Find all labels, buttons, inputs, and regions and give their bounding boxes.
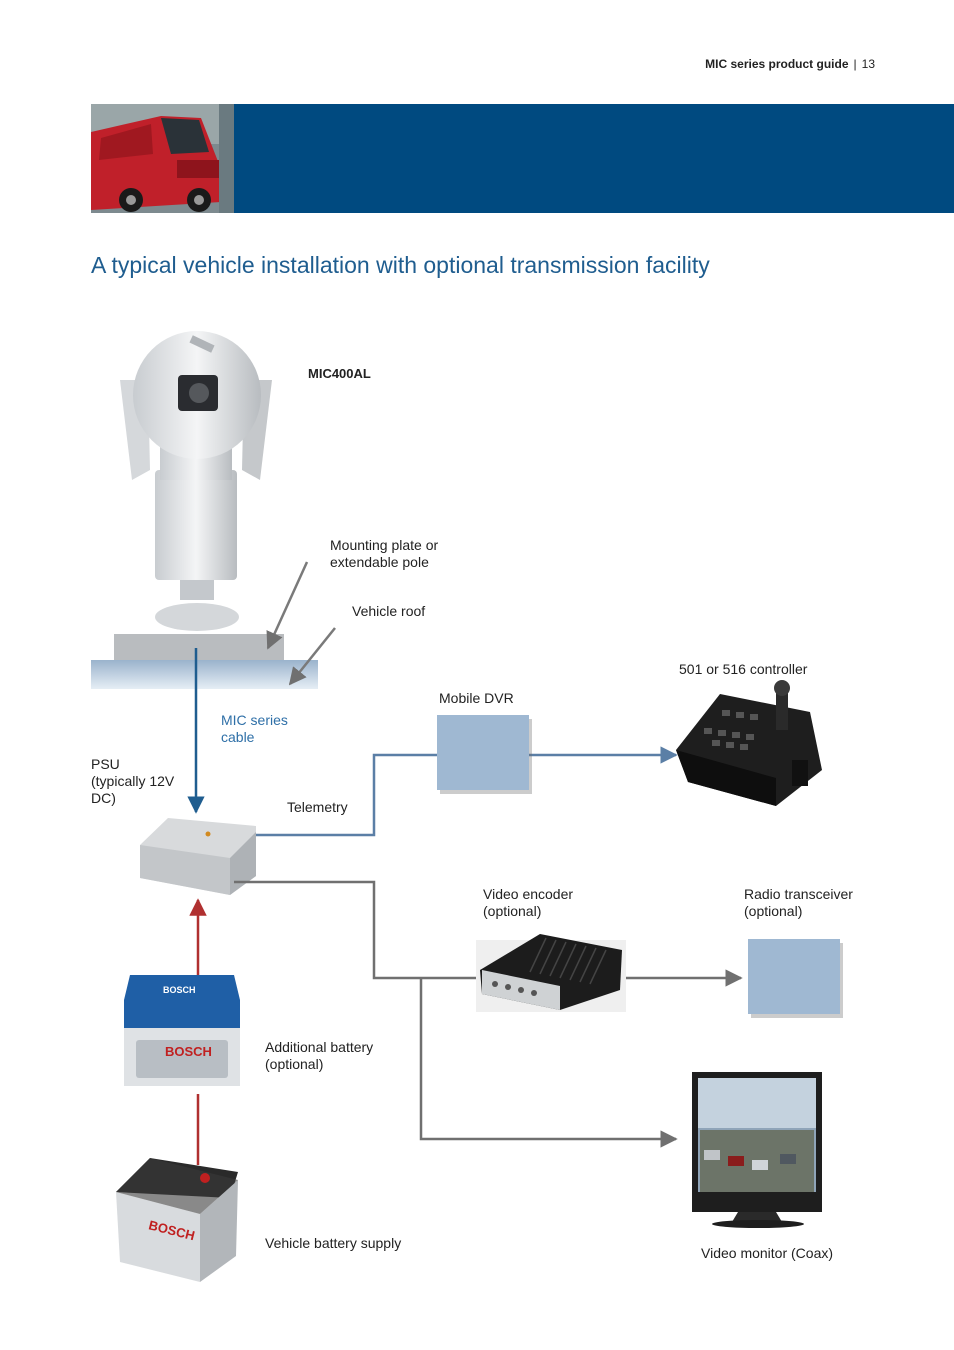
- additional-battery-image: BOSCH BOSCH: [124, 975, 240, 1086]
- video-line: [234, 880, 476, 980]
- guide-title: MIC series product guide: [705, 57, 849, 71]
- header-separator: |: [853, 57, 857, 71]
- radio-transceiver-label: Radio transceiver (optional): [744, 886, 853, 919]
- page-header: MIC series product guide | 13: [705, 57, 875, 71]
- van-photo: [91, 104, 234, 213]
- camera-model-label: MIC400AL: [308, 366, 371, 381]
- controller-image: [676, 680, 822, 806]
- page-title: A typical vehicle installation with opti…: [91, 252, 710, 278]
- page-number: 13: [861, 57, 875, 71]
- mic-cable-label: MIC series cable: [221, 712, 288, 745]
- video-monitor-image: [692, 1072, 822, 1228]
- mounting-plate: [114, 634, 284, 662]
- mobile-dvr-label: Mobile DVR: [439, 690, 514, 706]
- camera-image: [120, 331, 272, 631]
- battery-brand-lid: BOSCH: [163, 985, 196, 995]
- video-encoder-label: Video encoder (optional): [483, 886, 574, 919]
- vehicle-roof: [91, 660, 318, 689]
- mounting-pointer: [266, 561, 309, 650]
- controller-label: 501 or 516 controller: [679, 661, 808, 677]
- header-banner: [91, 104, 954, 213]
- roof-pointer: [288, 627, 336, 686]
- vehicle-roof-label: Vehicle roof: [352, 603, 426, 619]
- mounting-label: Mounting plate or extendable pole: [330, 537, 439, 570]
- video-monitor-label: Video monitor (Coax): [701, 1245, 834, 1261]
- vehicle-battery-image: BOSCH: [116, 1158, 238, 1282]
- telemetry-label: Telemetry: [287, 799, 348, 815]
- monitor-line: [419, 978, 678, 1148]
- video-encoder-image: [476, 934, 626, 1012]
- battery-brand-top: BOSCH: [165, 1044, 212, 1059]
- psu-label: PSU (typically 12V DC): [91, 756, 175, 806]
- psu-image: [140, 818, 256, 895]
- additional-battery-label: Additional battery (optional): [265, 1039, 374, 1072]
- vehicle-battery-label: Vehicle battery supply: [265, 1235, 402, 1251]
